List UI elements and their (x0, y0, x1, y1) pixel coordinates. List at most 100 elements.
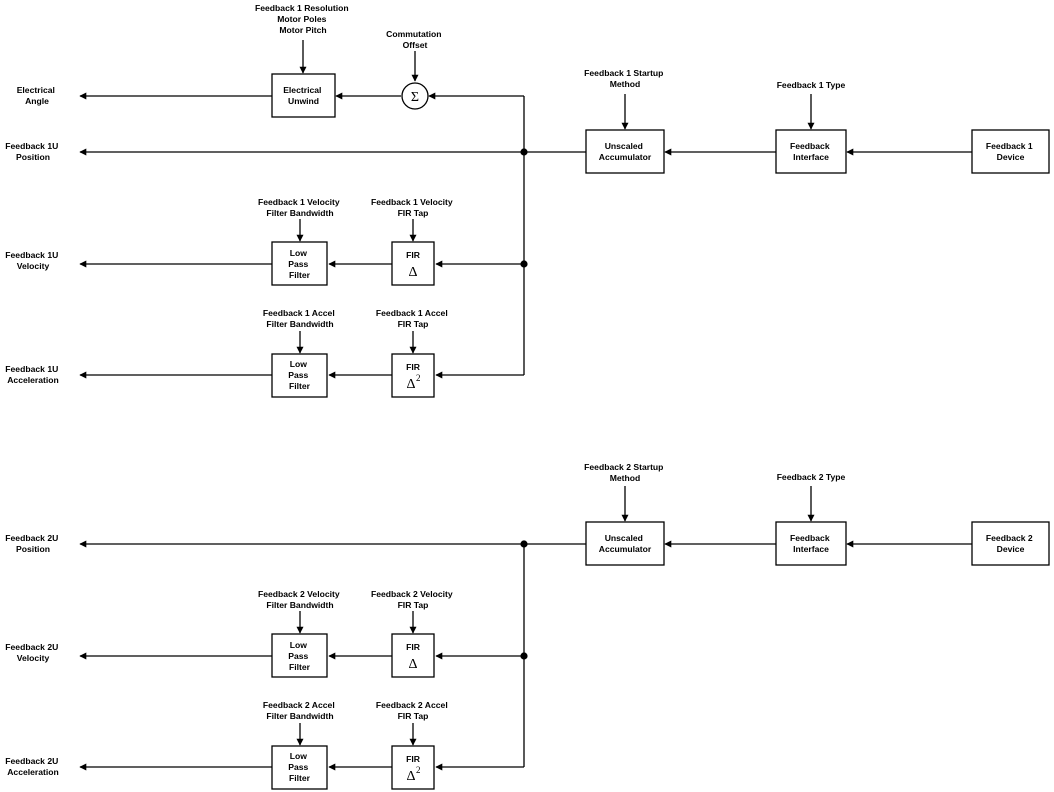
commutation-1-line-2: Offset (403, 40, 428, 50)
unscaled-accumulator-1-label: Unscaled Accumulator (599, 141, 652, 162)
velocity-2-line-2: Velocity (17, 653, 50, 663)
resolution-1-line-3: Motor Pitch (279, 25, 326, 35)
acceleration-2-line-1: Feedback 2U (5, 756, 58, 766)
acc-lpf-1-line-3: Filter (289, 381, 311, 391)
vel-lpf-2-line-2: Pass (288, 651, 308, 661)
acc-bw-2-line-2: Filter Bandwidth (266, 711, 333, 721)
position-2-line-1: Feedback 2U (5, 533, 58, 543)
startup-1-line-2: Method (610, 79, 641, 89)
junction-1-position (520, 148, 528, 156)
position-2-output-label: Feedback 2U Position (5, 533, 60, 554)
acceleration-1-line-2: Acceleration (7, 375, 59, 385)
angle-1-output-label: Electrical Angle (17, 85, 58, 106)
feedback-1-device-block (971, 129, 1050, 174)
vel-lpf-1-line-3: Filter (289, 270, 311, 280)
type-2-input-label: Feedback 2 Type (777, 472, 846, 482)
acc-fir-tap-2-line-2: FIR Tap (398, 711, 429, 721)
velocity-1-line-2: Velocity (17, 261, 50, 271)
acceleration-2-output-label: Feedback 2U Acceleration (5, 756, 60, 777)
device-1-line-2: Device (997, 152, 1025, 162)
electrical-unwind-block (271, 73, 336, 118)
feedback-interface-2-block (775, 521, 847, 566)
feedback-2-section: Unscaled Accumulator Feedback Interface … (5, 462, 1050, 790)
velocity-2-low-pass-filter-block (271, 633, 328, 678)
vel-bw-1-line-2: Filter Bandwidth (266, 208, 333, 218)
vel-fir-1-label: FIR (406, 250, 421, 260)
acc-fir-1-label: FIR (406, 362, 421, 372)
accumulator-1-line-1: Unscaled (605, 141, 643, 151)
position-1-output-label: Feedback 1U Position (5, 141, 60, 162)
acc-lpf-1-line-1: Low (290, 359, 307, 369)
vel-bw-2-line-1: Feedback 2 Velocity (258, 589, 340, 599)
commutation-1-line-1: Commutation (386, 29, 441, 39)
velocity-1-line-1: Feedback 1U (5, 250, 58, 260)
acc-delta-2-exponent: 2 (416, 765, 421, 775)
unscaled-accumulator-2-label: Unscaled Accumulator (599, 533, 652, 554)
acc-bw-2-line-1: Feedback 2 Accel (263, 700, 335, 710)
velocity-2-output-label: Feedback 2U Velocity (5, 642, 60, 663)
acc-fir-tap-1-line-2: FIR Tap (398, 319, 429, 329)
vel-lpf-2-line-3: Filter (289, 662, 311, 672)
junction-1-velocity (520, 260, 528, 268)
accumulator-2-line-2: Accumulator (599, 544, 652, 554)
feedback-2-wires (79, 486, 972, 771)
acceleration-2-lpf-label: Low Pass Filter (288, 751, 310, 783)
vel-fir-tap-1-line-1: Feedback 1 Velocity (371, 197, 453, 207)
startup-1-input-label: Feedback 1 Startup Method (584, 68, 666, 89)
acc-fir-2-input-label: Feedback 2 Accel FIR Tap (376, 700, 450, 721)
acc-fir-tap-2-line-1: Feedback 2 Accel (376, 700, 448, 710)
startup-2-input-label: Feedback 2 Startup Method (584, 462, 666, 483)
startup-2-line-1: Feedback 2 Startup (584, 462, 663, 472)
acc-delta-2-symbol: Δ (406, 769, 415, 784)
acc-lpf-2-line-2: Pass (288, 762, 308, 772)
acceleration-1-line-1: Feedback 1U (5, 364, 58, 374)
interface-2-line-2: Interface (793, 544, 829, 554)
angle-1-line-2: Angle (25, 96, 49, 106)
feedback-1-device-label: Feedback 1 Device (986, 141, 1035, 162)
device-2-line-2: Device (997, 544, 1025, 554)
interface-1-line-1: Feedback (790, 141, 830, 151)
unscaled-accumulator-1-block (585, 129, 665, 174)
unscaled-accumulator-2-block (585, 521, 665, 566)
summing-junction (401, 82, 429, 110)
position-2-line-2: Position (16, 544, 50, 554)
interface-1-line-2: Interface (793, 152, 829, 162)
vel-fir-tap-2-line-1: Feedback 2 Velocity (371, 589, 453, 599)
vel-bw-1-input-label: Feedback 1 Velocity Filter Bandwidth (258, 197, 342, 218)
vel-bw-2-line-2: Filter Bandwidth (266, 600, 333, 610)
resolution-1-line-1: Feedback 1 Resolution (255, 3, 349, 13)
acc-bw-1-input-label: Feedback 1 Accel Filter Bandwidth (263, 308, 337, 329)
acc-delta-1-symbol: Δ (406, 377, 415, 392)
feedback-1-wires (79, 40, 972, 379)
acceleration-1-low-pass-filter-block (271, 353, 328, 398)
feedback-2-device-label: Feedback 2 Device (986, 533, 1035, 554)
feedback-interface-2-label: Feedback Interface (790, 533, 832, 554)
acc-fir-2-label: FIR (406, 754, 421, 764)
velocity-2-line-1: Feedback 2U (5, 642, 58, 652)
vel-fir-tap-2-line-2: FIR Tap (398, 600, 429, 610)
startup-1-line-1: Feedback 1 Startup (584, 68, 663, 78)
acc-lpf-1-line-2: Pass (288, 370, 308, 380)
acceleration-2-fir-block (391, 745, 435, 790)
acc-fir-tap-1-line-1: Feedback 1 Accel (376, 308, 448, 318)
acceleration-2-low-pass-filter-block (271, 745, 328, 790)
velocity-1-lpf-label: Low Pass Filter (288, 248, 310, 280)
velocity-2-lpf-label: Low Pass Filter (288, 640, 310, 672)
acc-lpf-2-line-3: Filter (289, 773, 311, 783)
position-1-line-1: Feedback 1U (5, 141, 58, 151)
feedback-1-section: Electrical Unwind Σ Unscaled Accumulator… (5, 3, 1050, 398)
velocity-1-fir-block (391, 241, 435, 286)
velocity-1-low-pass-filter-block (271, 241, 328, 286)
startup-2-line-2: Method (610, 473, 641, 483)
feedback-2-device-block (971, 521, 1050, 566)
acceleration-1-fir-block (391, 353, 435, 398)
acc-fir-1-input-label: Feedback 1 Accel FIR Tap (376, 308, 450, 329)
acc-bw-2-input-label: Feedback 2 Accel Filter Bandwidth (263, 700, 337, 721)
accumulator-2-line-1: Unscaled (605, 533, 643, 543)
electrical-unwind-line-2: Unwind (288, 96, 319, 106)
feedback-interface-1-block (775, 129, 847, 174)
vel-lpf-2-line-1: Low (290, 640, 307, 650)
interface-2-line-1: Feedback (790, 533, 830, 543)
acc-bw-1-line-1: Feedback 1 Accel (263, 308, 335, 318)
